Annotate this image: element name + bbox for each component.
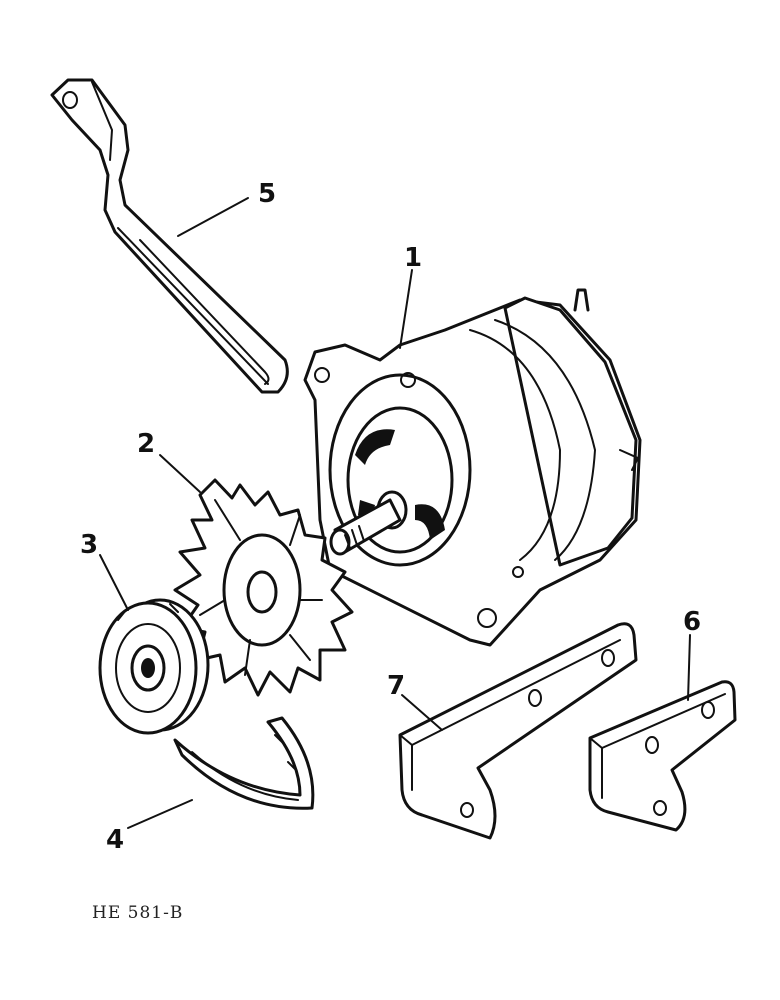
callout-5: 5: [258, 179, 276, 209]
callout-3: 3: [80, 530, 98, 560]
leader-line-6: [687, 634, 691, 701]
leader-line-5: [177, 197, 249, 237]
leader-line-3: [99, 554, 129, 611]
leader-line-1: [399, 269, 413, 349]
callout-1: 1: [404, 243, 422, 273]
leader-line-4: [127, 799, 193, 829]
leader-lines: [99, 197, 691, 829]
large-bracket-part: [398, 622, 638, 840]
callout-2: 2: [137, 429, 155, 459]
leader-line-7: [401, 694, 443, 731]
small-bracket-part: [588, 680, 737, 832]
belt-part: [173, 716, 315, 810]
pulley-part: [98, 598, 210, 735]
callout-4: 4: [106, 825, 124, 855]
callout-6: 6: [683, 607, 701, 637]
leader-line-2: [159, 454, 201, 493]
callout-7: 7: [387, 671, 405, 701]
figure-id-label: HE 581-B: [92, 903, 183, 923]
alternator-part: [303, 288, 642, 647]
fan-part: [173, 478, 354, 697]
adjusting-strap-part: [50, 78, 289, 394]
